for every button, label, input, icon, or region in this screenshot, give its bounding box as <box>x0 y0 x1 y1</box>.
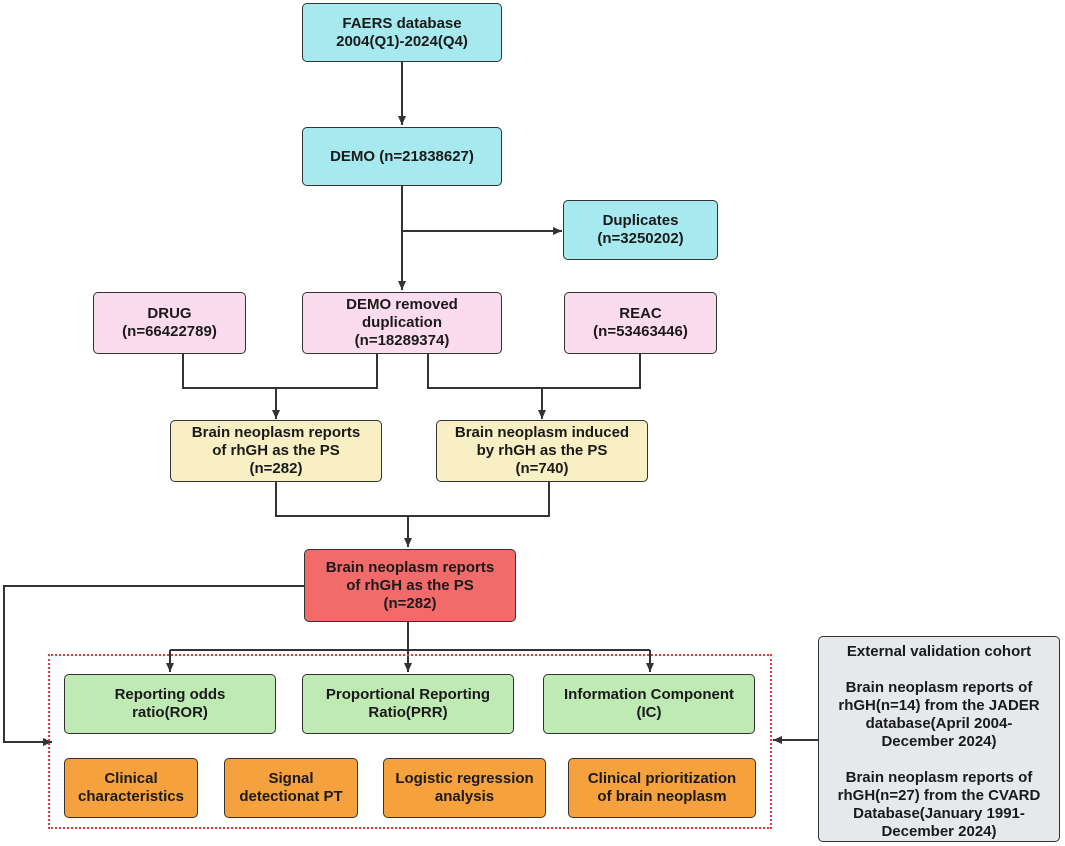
demo-removed-box: DEMO removed duplication (n=18289374) <box>302 292 502 354</box>
method-prr-box: Proportional Reporting Ratio(PRR) <box>302 674 514 734</box>
validation-jader-line3: database(April 2004- <box>865 715 1013 732</box>
reports-ps-line2: of rhGH as the PS <box>212 442 340 459</box>
analysis-logistic-line1: Logistic regression <box>395 770 534 787</box>
method-ic-box: Information Component (IC) <box>543 674 755 734</box>
analysis-logistic-box: Logistic regression analysis <box>383 758 546 818</box>
validation-cvard-line1: Brain neoplasm reports of <box>845 769 1033 786</box>
demo-removed-count: (n=18289374) <box>354 332 450 349</box>
final-line1: Brain neoplasm reports <box>325 558 495 576</box>
method-ror-box: Reporting odds ratio(ROR) <box>64 674 276 734</box>
induced-ps-line1: Brain neoplasm induced <box>454 424 630 441</box>
duplicates-label: Duplicates <box>602 212 679 229</box>
faers-period: 2004(Q1)-2024(Q4) <box>336 32 468 50</box>
reac-box: REAC (n=53463446) <box>564 292 717 354</box>
reports-ps-line1: Brain neoplasm reports <box>191 424 361 441</box>
method-ic-line1: Information Component <box>564 686 734 703</box>
analysis-signal-box: Signal detectionat PT <box>224 758 358 818</box>
method-ic-line2: (IC) <box>636 704 662 721</box>
reports-ps-count: (n=282) <box>249 460 303 477</box>
validation-cvard-line4: December 2024) <box>881 823 997 840</box>
method-ror-line2: ratio(ROR) <box>132 704 208 721</box>
demo-removed-line2: duplication <box>362 314 442 331</box>
induced-ps-count: (n=740) <box>515 460 569 477</box>
induced-ps-line2: by rhGH as the PS <box>476 442 608 459</box>
duplicates-box: Duplicates (n=3250202) <box>563 200 718 260</box>
validation-cvard-line3: Database(January 1991- <box>853 805 1025 822</box>
analysis-signal-line1: Signal <box>268 770 314 787</box>
analysis-clinical-box: Clinical characteristics <box>64 758 198 818</box>
faers-title: FAERS database <box>342 14 462 32</box>
arrow-final-loop <box>3 585 304 746</box>
drug-count: (n=66422789) <box>122 323 217 340</box>
analysis-prioritization-box: Clinical prioritization of brain neoplas… <box>568 758 756 818</box>
line-reac-merge <box>427 354 641 389</box>
analysis-clinical-line2: characteristics <box>78 788 184 805</box>
line-ps-merge <box>275 482 550 517</box>
demo-label: DEMO (n=21838627) <box>330 147 474 165</box>
method-ror-line1: Reporting odds <box>114 686 226 703</box>
validation-jader-line2: rhGH(n=14) from the JADER <box>838 697 1040 714</box>
method-prr-line1: Proportional Reporting <box>325 686 491 703</box>
analysis-prioritization-line2: of brain neoplasm <box>597 788 727 805</box>
validation-cvard-line2: rhGH(n=27) from the CVARD <box>837 787 1041 804</box>
reac-label: REAC <box>619 305 662 322</box>
reac-count: (n=53463446) <box>593 323 688 340</box>
analysis-signal-line2: detectionat PT <box>239 788 343 805</box>
faers-database-box: FAERS database 2004(Q1)-2024(Q4) <box>302 3 502 62</box>
drug-box: DRUG (n=66422789) <box>93 292 246 354</box>
validation-jader-line4: December 2024) <box>881 733 997 750</box>
induced-ps-box: Brain neoplasm induced by rhGH as the PS… <box>436 420 648 482</box>
final-count: (n=282) <box>383 594 437 612</box>
method-prr-line2: Ratio(PRR) <box>368 704 448 721</box>
analysis-region <box>48 654 772 829</box>
demo-box: DEMO (n=21838627) <box>302 127 502 186</box>
validation-jader-line1: Brain neoplasm reports of <box>845 679 1033 696</box>
external-validation-box: External validation cohort Brain neoplas… <box>818 636 1060 842</box>
validation-title: External validation cohort <box>846 643 1032 660</box>
final-line2: of rhGH as the PS <box>346 576 474 594</box>
analysis-prioritization-line1: Clinical prioritization <box>587 770 737 787</box>
analysis-clinical-line1: Clinical <box>104 770 158 787</box>
line-drug-merge <box>182 354 378 389</box>
reports-ps-box: Brain neoplasm reports of rhGH as the PS… <box>170 420 382 482</box>
final-reports-box: Brain neoplasm reports of rhGH as the PS… <box>304 549 516 622</box>
demo-removed-line1: DEMO removed <box>346 296 458 313</box>
duplicates-count: (n=3250202) <box>597 230 684 247</box>
drug-label: DRUG <box>147 305 192 322</box>
analysis-logistic-line2: analysis <box>434 788 495 805</box>
